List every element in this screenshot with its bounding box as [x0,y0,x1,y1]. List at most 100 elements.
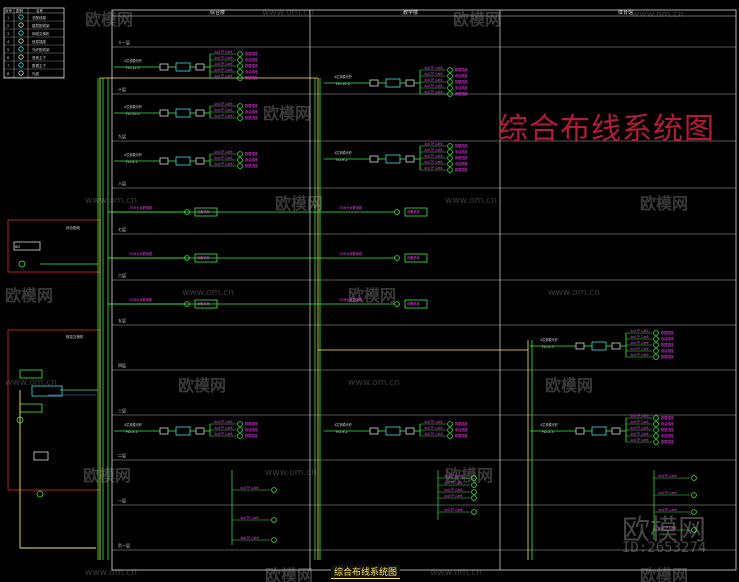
outlet-icon [471,475,477,481]
outlet-utp-label: 4xUTP Cat6 [214,162,233,166]
floor-label: 十一层 [118,39,130,45]
outlet-utp-label: 4xUTP Cat6 [658,508,677,512]
watermark-url: www.om.cn [265,468,317,478]
outlet-type-label: 数据插座 [661,342,675,347]
outlet-type-label: 电话插座 [661,336,675,341]
outlet-utp-label: 4xUTP Cat6 [444,474,463,478]
floor-label: 四层 [118,362,126,368]
legend-name: 网络交换机 [32,31,50,36]
rack-label: 设备机柜 [197,301,211,306]
floor-label: 十层 [118,86,126,92]
legend-symbol-icon [18,30,24,36]
legend-table [3,7,65,79]
fd-switch [385,78,401,88]
outlet-type-label: 电话插座 [455,73,469,78]
outlet-type-label: 数据插座 [245,421,259,426]
fd-label: FD-2-3 [542,430,554,434]
watermark-url: www.om.cn [85,568,137,578]
outlet-type-label: 电话插座 [455,427,469,432]
outlet-type-label: 数据插座 [245,433,259,438]
watermark-url: www.om.cn [430,568,482,578]
legend-number: 5 [7,48,9,52]
legend-symbol-icon [18,62,24,68]
rack-node-icon [394,301,400,307]
outlet-type-label: 数据插座 [455,433,469,438]
outlet-utp-label: 4xUTP Cat6 [214,420,233,424]
fd-patch-panel [405,155,415,163]
outlet-icon [237,157,243,163]
fd-switch [591,426,607,436]
outlet-icon [447,427,453,433]
outlet-type-label: 数据插座 [661,427,675,432]
outlet-utp-label: 4xUTP Cat6 [424,66,443,70]
rack-label: 设备机柜 [407,255,421,260]
outlet-utp-label: 4xUTP Cat6 [630,420,649,424]
outlet-utp-label: 4xUTP Cat6 [658,491,677,495]
fd-patch-panel [575,342,585,350]
watermark-brand: 欧模网 [85,10,134,29]
fd-cable-label: 4芯多模光纤 [334,150,353,155]
outlet-utp-label: 4xUTP Cat6 [630,329,649,333]
outlet-utp-label: 4xUTP Cat6 [658,474,677,478]
watermark-brand: 欧模网 [545,376,594,395]
fd-patch-panel [405,427,415,435]
outlet-icon [447,73,453,79]
outlet-icon [471,495,477,501]
outlet-type-label: 数据插座 [245,163,259,168]
watermark-url: www.om.cn [262,8,314,18]
outlet-type-label: 电话插座 [661,348,675,353]
outlet-type-label: 数据插座 [455,67,469,72]
outlet-icon [237,109,243,115]
watermark-url: www.om.cn [632,10,684,20]
fd-label: FD-10-1 [126,112,140,116]
outlet-utp-label: 4xUTP Cat6 [214,50,233,54]
outlet-icon [653,342,659,348]
watermark-brand: 欧模网 [178,376,227,395]
floor-label: 七层 [118,226,126,232]
outlet-utp-label: 4xUTP Cat6 [214,74,233,78]
floor-label: 九层 [118,133,126,139]
rack-cable-label: 25对大对数电缆 [129,297,153,302]
watermark-brand: 欧模网 [265,566,314,582]
fd-cable-label: 4芯多模光纤 [334,74,353,79]
outlet-utp-label: 4xUTP Cat6 [444,481,463,485]
rack-box [404,253,428,263]
legend-header: 图例 [16,8,23,13]
outlet-icon [237,163,243,169]
fd-label: FD-9-1 [126,160,138,164]
outlet-icon [237,63,243,69]
outlet-icon [237,103,243,109]
outlet-type-label: 数据插座 [455,167,469,172]
outlet-type-label: 数据插座 [245,103,259,108]
outlet-utp-label: 4xUTP Cat6 [630,347,649,351]
outlet-icon [653,336,659,342]
outlet-utp-label: 4xUTP Cat6 [424,420,443,424]
legend-name: 语音主干 [32,55,46,60]
outlet-utp-label: 4xUTP Cat6 [630,414,649,418]
watermark-url: www.om.cn [348,378,400,388]
frame [111,9,737,571]
outlet-utp-label: 4xUTP Cat6 [630,426,649,430]
rack-box [404,299,428,309]
legend-number: 4 [7,40,10,44]
outlet-icon [447,85,453,91]
fd-label: FD-9-2 [336,158,348,162]
fd-patch-panel [195,427,205,435]
outlet-icon [691,527,697,533]
fd-patch-panel [159,63,169,71]
outlet-utp-label: 4xUTP Cat6 [424,154,443,158]
outlet-type-label: 电话插座 [661,433,675,438]
rack-label: 设备机柜 [407,301,421,306]
outlet-utp-label: 4xUTP Cat6 [424,78,443,82]
rack-cable-label: 25对大对数电缆 [129,251,153,256]
fd-patch-panel [611,427,621,435]
outlet-type-label: 数据插座 [455,421,469,426]
floor-label: 六层 [118,272,126,278]
watermark-brand: 欧模网 [445,466,494,485]
fd-cable-label: 4芯多模光纤 [540,422,559,427]
outlet-type-label: 电话插座 [245,109,259,114]
outlet-icon [237,427,243,433]
legend-number: 8 [7,72,9,76]
outlet-icon [237,421,243,427]
